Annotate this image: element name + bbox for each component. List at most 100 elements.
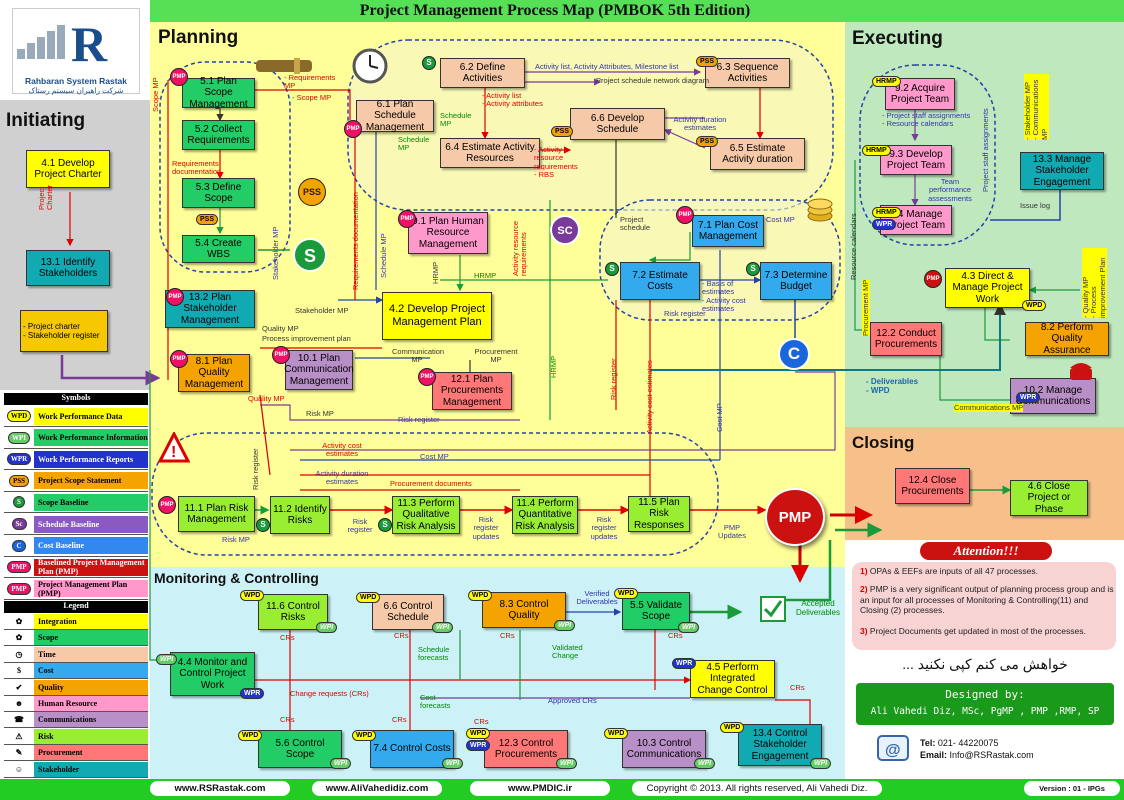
wpi-tag-13-4: WPI [810,758,832,769]
process-11-3[interactable]: 11.3 Perform Qualitative Risk Analysis [392,496,460,534]
process-9-3[interactable]: 9.3 Develop Project Team [880,145,952,175]
process-9-1[interactable]: 9.1 Plan Human Resource Management [408,212,488,254]
s-tag-7-3: S [746,262,760,276]
legend-row: ✔Quality [4,679,148,696]
symbol-icon: PMP [4,580,34,598]
pmp-tag-12-1: PMP [418,368,436,386]
process-12-2[interactable]: 12.2 Conduct Procurements [870,322,942,356]
process-5-3[interactable]: 5.3 Define Scope [182,178,255,208]
scope-baseline-badge: S [293,238,327,272]
legend-row: ⚠Risk [4,728,148,745]
svg-text:!: ! [171,444,176,461]
process-6-2[interactable]: 6.2 Define Activities [440,58,525,88]
process-5-6[interactable]: 5.6 Control Scope [258,730,342,768]
process-5-2[interactable]: 5.2 Collect Requirements [182,120,255,150]
label-scope-mp: - Scope MP [292,93,332,102]
s-tag-7-2: S [605,262,619,276]
process-11-5[interactable]: 11.5 Plan Risk Responses [628,496,690,532]
symbol-code: PMP [7,561,31,574]
label-cost-forecasts: Cost forecasts [420,693,451,711]
label-verified-deliverables: Verified Deliverables [576,589,618,607]
label-risk-register-v2: Risk register [609,358,618,400]
process-11-4[interactable]: 11.4 Perform Quantitative Risk Analysis [512,496,578,534]
legend-icon: ☻ [4,696,34,711]
process-4-5[interactable]: 4.5 Perform Integrated Change Control [690,660,775,698]
wpi-tag-7-4: WPI [442,758,464,769]
process-6-5[interactable]: 6.5 Estimate Activity duration [710,138,805,170]
process-7-2[interactable]: 7.2 Estimate Costs [620,262,700,300]
label-quality-mp: Quality MP [262,324,299,333]
closing-title: Closing [852,433,915,452]
wpi-tag-10-3: WPI [694,758,716,769]
process-13-3[interactable]: 13.3 Manage Stakeholder Engagement [1020,152,1104,190]
wpd-tag-5-6: WPD [238,730,263,741]
symbol-text: Baselined Project Management Plan (PMP) [34,558,148,576]
process-6-3[interactable]: 6.3 Sequence Activities [705,58,790,88]
label-crs-2: CRs [394,631,409,640]
process-13-4[interactable]: 13.4 Control Stakeholder Engagement [738,724,822,766]
process-11-1[interactable]: 11.1 Plan Risk Management [178,496,255,532]
process-7-4[interactable]: 7.4 Control Costs [370,730,454,768]
process-10-2[interactable]: 10.2 Manage Communications [1010,378,1096,414]
label-project-charter: Project Charter [37,184,55,210]
process-6-4[interactable]: 6.4 Estimate Activity Resources [440,138,540,168]
process-13-1[interactable]: 13.1 Identify Stakeholders [26,250,110,286]
label-procurement-mp-v: Procurement MP [861,279,871,336]
coins-icon [807,198,833,222]
process-11-6[interactable]: 11.6 Control Risks [258,594,328,630]
process-4-3[interactable]: 4.3 Direct & Manage Project Work [945,268,1030,308]
symbol-text: Work Performance Information [34,429,148,447]
label-risk-register: Risk register [398,415,440,424]
symbol-icon: PMP [4,558,34,576]
process-8-2[interactable]: 8.2 Perform Quality Assurance [1025,322,1109,356]
process-11-2[interactable]: 11.2 Identify Risks [270,496,330,534]
legend-row: ☎Communications [4,712,148,729]
label-hrmp-v: HRMP [431,261,440,284]
monitoring-title: Monitoring & Controlling [154,570,319,586]
process-8-1[interactable]: 8.1 Plan Quality Management [178,354,250,392]
process-4-2[interactable]: 4.2 Develop Project Management Plan [382,292,492,340]
process-8-3[interactable]: 8.3 Control Quality [482,592,566,628]
footer-site-1[interactable]: www.RSRastak.com [150,781,290,796]
process-10-3[interactable]: 10.3 Control Communications [622,730,706,768]
label-schedule-mp2: Schedule MP [398,135,430,153]
label-requirements-mp: - Requirements MP [284,73,336,91]
legend-icon: $ [4,663,34,679]
label-schedule-forecasts: Schedule forecasts [418,645,450,663]
process-5-1[interactable]: 5.1 Plan Scope Management [182,76,255,110]
process-6-1[interactable]: 6.1 Plan Schedule Management [356,99,434,133]
label-activity-resource-req: - Activity resource requirements - RBS [534,145,578,179]
wpd-tag-7-4: WPD [352,730,377,741]
symbols-header: Symbols [4,393,148,405]
process-12-1[interactable]: 12.1 Plan Procurements Management [432,372,512,410]
symbol-code: PSS [8,474,30,487]
label-risk-register2: Risk register [347,517,373,535]
footer-site-2[interactable]: www.AliVahedidiz.com [312,781,442,796]
process-6-6[interactable]: 6.6 Develop Schedule [570,108,665,140]
legend-icon: ✿ [4,630,34,646]
process-12-4[interactable]: 12.4 Close Procurements [895,468,970,504]
label-procurement-mp: Procurement MP [474,347,518,365]
footer-site-3[interactable]: www.PMDIC.ir [470,781,610,796]
label-risk-register-v: Risk register [251,448,260,490]
label-crs-8: CRs [790,683,805,692]
legend-row: ◷Time [4,646,148,663]
wpi-tag-5-5: WPI [678,622,700,633]
process-4-6[interactable]: 4.6 Close Project or Phase [1010,480,1088,516]
process-10-1[interactable]: 10.1 Plan Communication Management [284,350,354,390]
process-4-4[interactable]: 4.4 Monitor and Control Project Work [170,652,255,696]
process-4-1[interactable]: 4.1 Develop Project Charter [26,150,110,188]
process-5-4[interactable]: 5.4 Create WBS [182,235,255,263]
contact-tel: Tel: 021- 44220075 [920,738,999,748]
telescope-icon [256,58,312,74]
wpi-tag-8-3: WPI [554,620,576,631]
label-deliverables: - Deliverables - WPD [866,377,919,395]
process-12-3[interactable]: 12.3 Control Procurements [484,730,568,768]
process-7-3[interactable]: 7.3 Determine Budget [760,262,832,300]
process-7-1[interactable]: 7.1 Plan Cost Management [692,215,764,247]
cost-baseline-badge: C [778,338,810,370]
pss-badge: PSS [298,178,326,206]
